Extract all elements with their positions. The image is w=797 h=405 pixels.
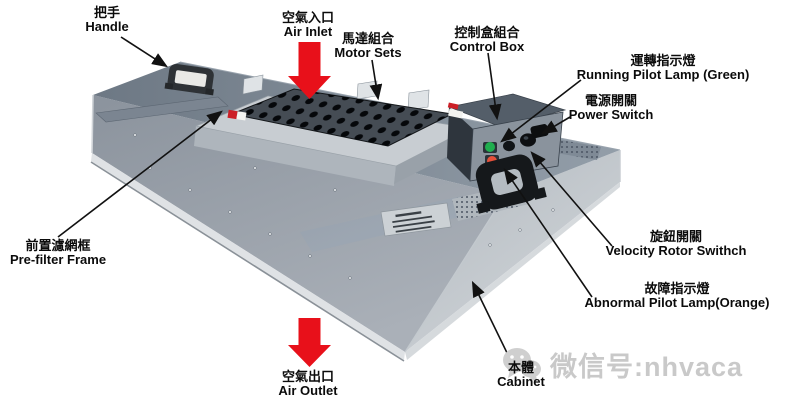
- label-air-inlet-en: Air Inlet: [283, 24, 333, 39]
- wechat-icon: [503, 348, 541, 383]
- label-air-outlet-zh: 空氣出口: [281, 369, 335, 384]
- label-running-lamp-en: Running Pilot Lamp (Green): [576, 67, 750, 82]
- leader-power-switch: [540, 116, 571, 135]
- label-control-box-en: Control Box: [449, 39, 525, 54]
- label-motor-sets-zh: 馬達組合: [341, 31, 395, 46]
- air-outlet-arrow: [288, 318, 331, 367]
- label-cabinet-en: Cabinet: [497, 374, 545, 389]
- label-cabinet-zh: 本體: [507, 360, 535, 375]
- label-power-switch: 電源開關 Power Switch: [569, 94, 654, 122]
- label-power-switch-zh: 電源開關: [584, 93, 637, 108]
- power-switch-knob: [520, 133, 536, 147]
- air-inlet-grid-holes: [232, 89, 452, 146]
- front-bottom-shadow-edge: [90, 161, 405, 362]
- label-handle-en: Handle: [85, 19, 129, 34]
- pre-filter-frame-part: [95, 96, 229, 123]
- air-inlet-arrow: [288, 42, 331, 99]
- label-abnormal-lamp-zh: 故障指示燈: [644, 281, 710, 296]
- label-motor-sets-en: Motor Sets: [334, 45, 402, 60]
- leader-control-box: [487, 52, 502, 121]
- rotor-knob: [503, 140, 515, 152]
- right-bottom-rim: [405, 182, 620, 360]
- cabinet-right-face: [405, 150, 620, 352]
- label-running-lamp-zh: 運轉指示燈: [630, 53, 696, 68]
- running-pilot-lamp: [485, 142, 495, 152]
- leader-handle: [120, 36, 169, 68]
- platform-sticker: [227, 109, 247, 121]
- label-power-switch-en: Power Switch: [568, 107, 654, 122]
- label-control-box: 控制盒組合 Control Box: [450, 26, 524, 54]
- label-running-lamp: 運轉指示燈 Running Pilot Lamp (Green): [577, 54, 750, 82]
- label-cabinet: 本體 Cabinet: [497, 361, 545, 389]
- label-air-outlet-en: Air Outlet: [278, 383, 338, 398]
- motor-filter-platform: [194, 88, 472, 186]
- label-air-inlet: 空氣入口 Air Inlet: [282, 11, 334, 39]
- left-corner-edge: [91, 94, 94, 154]
- label-air-outlet: 空氣出口 Air Outlet: [278, 370, 337, 398]
- label-pre-filter-en: Pre-filter Frame: [9, 252, 107, 267]
- label-pre-filter-zh: 前置濾網框: [25, 238, 91, 253]
- leader-velocity-rotor: [530, 151, 613, 247]
- leader-pre-filter: [57, 110, 223, 238]
- label-velocity-rotor-zh: 旋鈕開關: [649, 229, 703, 244]
- control-box-stickers: [447, 102, 464, 119]
- leader-running-lamp: [500, 79, 582, 143]
- label-motor-sets: 馬達組合 Motor Sets: [334, 32, 401, 60]
- label-handle-zh: 把手: [93, 5, 120, 20]
- leader-cabinet: [471, 280, 512, 362]
- front-right-corner-edge: [404, 194, 506, 353]
- leader-lines: [57, 36, 613, 362]
- label-handle: 把手 Handle: [85, 6, 128, 34]
- watermark: 微信号:nhvaca: [498, 341, 743, 387]
- watermark-text: 微信号:nhvaca: [550, 351, 744, 382]
- front-bottom-rim: [91, 153, 405, 360]
- label-pre-filter: 前置濾網框 Pre-filter Frame: [10, 239, 106, 267]
- leader-motor-sets: [369, 59, 383, 101]
- name-plate: [380, 202, 452, 237]
- label-air-inlet-zh: 空氣入口: [281, 10, 335, 25]
- leader-abnormal-lamp: [503, 168, 593, 298]
- label-control-box-zh: 控制盒組合: [454, 25, 520, 40]
- label-abnormal-lamp-en: Abnormal Pilot Lamp(Orange): [584, 295, 770, 310]
- label-abnormal-lamp: 故障指示燈 Abnormal Pilot Lamp(Orange): [585, 282, 770, 310]
- cabinet-front-face: [92, 95, 505, 352]
- label-velocity-rotor: 旋鈕開關 Velocity Rotor Swithch: [606, 230, 747, 258]
- label-velocity-rotor-en: Velocity Rotor Swithch: [605, 243, 747, 258]
- handle-part: [164, 63, 214, 96]
